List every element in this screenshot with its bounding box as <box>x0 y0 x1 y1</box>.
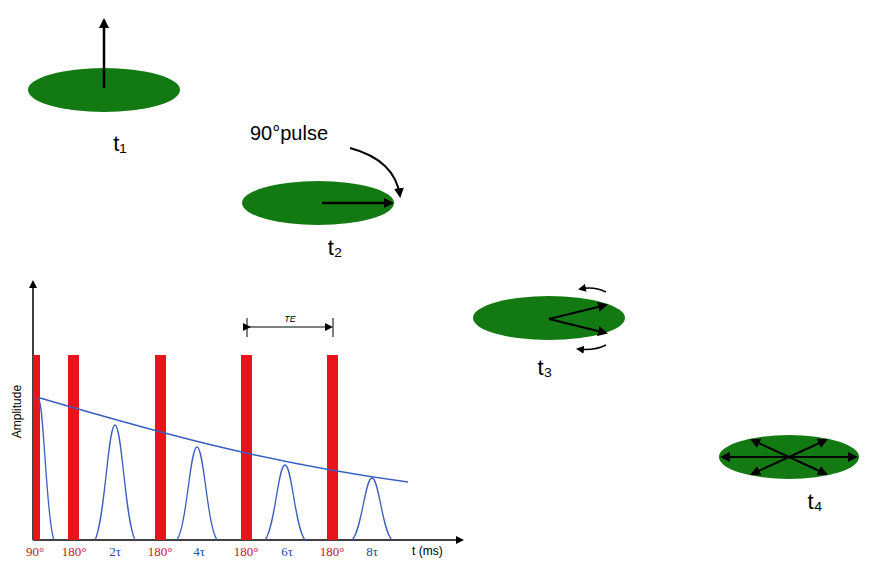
echo-tick: 4τ <box>193 545 205 559</box>
echo-tick: 8τ <box>366 545 378 559</box>
pulse-tick: 180° <box>234 545 259 559</box>
te-label: TE <box>284 315 296 325</box>
axis-unit: t (ms) <box>412 545 443 558</box>
pulse-tick: 180° <box>62 545 87 559</box>
echo-chart <box>33 282 462 540</box>
time-label: t₂ <box>328 236 343 260</box>
rotation-arrow <box>578 345 606 350</box>
time-label: t₄ <box>807 490 822 514</box>
dephased-vectors <box>722 440 856 474</box>
dephasing-vector <box>549 305 606 319</box>
magnetization-vector <box>322 202 392 205</box>
spin-disc <box>242 181 394 225</box>
time-label: t₃ <box>537 356 552 380</box>
rotation-arrow <box>580 288 606 292</box>
axis-label: Amplitude <box>11 385 24 438</box>
pulse-tick: 180° <box>320 545 345 559</box>
magnetization-vector <box>103 20 106 88</box>
spin-disc <box>719 435 859 479</box>
spin-disc <box>473 296 625 340</box>
dephasing-vector <box>549 319 606 333</box>
pulse-tick: 90° <box>26 545 44 559</box>
pulse-tick: 180° <box>148 545 173 559</box>
echo-tick: 2τ <box>109 545 121 559</box>
time-label: t₁ <box>113 132 127 156</box>
pulse-label: 90°pulse <box>250 122 328 144</box>
pulse-arrow <box>350 148 400 196</box>
echo-tick: 6τ <box>281 545 293 559</box>
